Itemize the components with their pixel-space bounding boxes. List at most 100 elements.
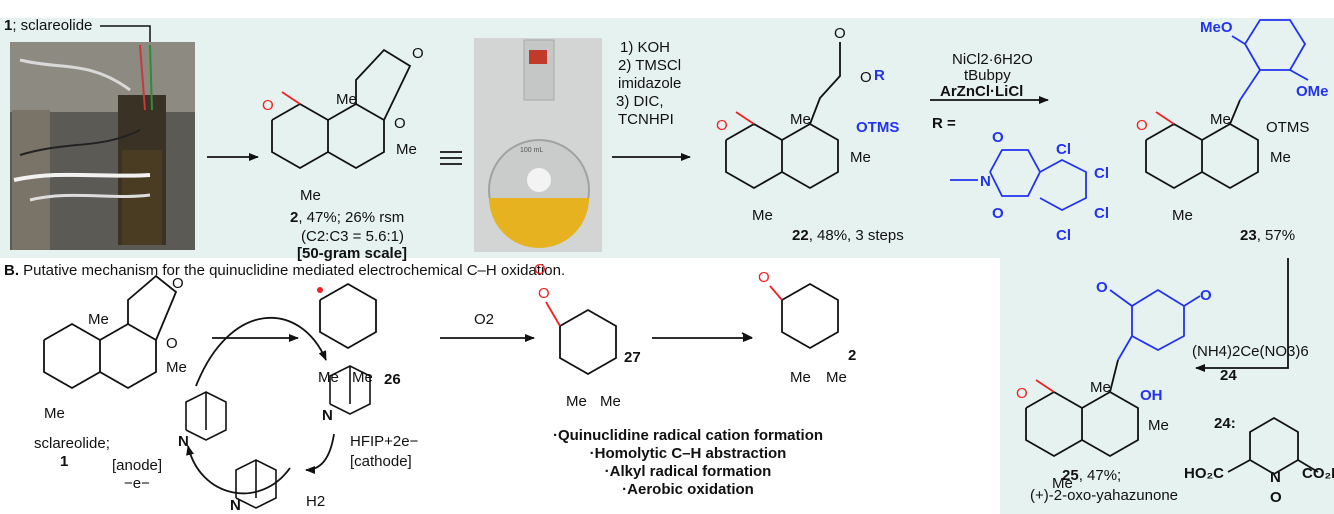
ketone-o-2: O <box>262 97 274 114</box>
structure-26 <box>319 282 377 350</box>
me-25b: Me <box>1148 417 1169 434</box>
ring-o-2: O <box>394 115 406 132</box>
phthalimide-structure <box>950 149 1087 212</box>
r-equals: R = <box>932 115 956 132</box>
me-2b-b: Me <box>826 369 847 386</box>
bullet-1: ·Quinuclidine radical cation formation <box>553 427 823 444</box>
svg-text:1) KOH: 1) KOH <box>620 39 670 56</box>
ome-23a: MeO <box>1200 19 1233 36</box>
me-1c: Me <box>44 405 65 422</box>
radical-dot-26 <box>317 287 323 293</box>
structure-22 <box>725 42 841 190</box>
me-23a: Me <box>1210 111 1231 128</box>
me-25c: Me <box>1052 475 1073 492</box>
pyridine-n: N <box>1270 469 1281 486</box>
svg-text:TCNHPI: TCNHPI <box>618 111 674 128</box>
structure-24 <box>1227 416 1319 476</box>
otms-22: OTMS <box>856 119 899 136</box>
photo-electrochemical-setup <box>10 42 195 250</box>
cmpd23-label: 23, 57% <box>1240 227 1295 244</box>
nitrogen-radical: N <box>178 433 189 450</box>
me-2c: Me <box>300 187 321 204</box>
otms-23: OTMS <box>1266 119 1309 136</box>
mechanism-bullets: ·Quinuclidine radical cation formation ·… <box>553 427 823 498</box>
ring-o-1: O <box>166 335 178 352</box>
svg-text:ArZnCl·LiCl: ArZnCl·LiCl <box>940 83 1023 100</box>
structure-1 <box>43 274 178 390</box>
me-23b: Me <box>1270 149 1291 166</box>
bullet-3: ·Alkyl radical formation <box>605 463 772 480</box>
cycle-arc-bottom <box>186 445 291 495</box>
r-group-22: R <box>874 67 885 84</box>
cmpd25-name: (+)-2-oxo-yahazunone <box>1030 487 1178 504</box>
cl-2: Cl <box>1094 165 1109 182</box>
ketone-o-22: O <box>716 117 728 134</box>
cl-1: Cl <box>1056 141 1071 158</box>
lactone-o-1: O <box>172 275 184 292</box>
me-1b: Me <box>166 359 187 376</box>
bullet-4: ·Aerobic oxidation <box>622 481 754 498</box>
label-leader-line <box>100 25 151 42</box>
svg-text:3) DIC,: 3) DIC, <box>616 93 664 110</box>
svg-text:2) TMSCl: 2) TMSCl <box>618 57 681 74</box>
co2h-right: CO₂H <box>1302 465 1334 482</box>
cmpd2b-label: 2 <box>848 347 856 364</box>
o2-label: O2 <box>474 311 494 328</box>
ketone-o-25: O <box>1016 385 1028 402</box>
structure-2 <box>271 48 412 170</box>
structure-2-fragment <box>769 282 839 350</box>
start-label: 1; sclareolide <box>4 17 92 34</box>
cmpd2-ratio: (C2:C3 = 5.6:1) <box>301 228 404 245</box>
quinone-o2: O <box>1200 287 1212 304</box>
quinuclidine-neutral <box>235 459 277 509</box>
cycle-arc-right <box>305 433 335 474</box>
me-22a: Me <box>790 111 811 128</box>
cmpd25-label: 25, 47%; <box>1062 467 1121 484</box>
conditions-3: (NH4)2Ce(NO3)6 <box>1192 343 1309 360</box>
peroxyl-o1: O <box>538 285 550 302</box>
quinuclidine-radical-cation <box>185 391 227 441</box>
arrow-to-25 <box>1195 258 1289 372</box>
h2-label: H2 <box>306 493 325 510</box>
hfip-label: HFIP+2e− <box>350 433 419 450</box>
cl-4: Cl <box>1056 227 1071 244</box>
minus-e-label: −e− <box>124 475 150 492</box>
conditions-3-num: 24 <box>1220 367 1237 384</box>
nitrogen-protonated: N <box>322 407 333 424</box>
peroxyl-o2: O <box>534 261 546 278</box>
oh-25: OH <box>1140 387 1163 404</box>
nitrogen-neutral: N <box>230 497 241 514</box>
ester-o-22: O <box>860 69 872 86</box>
anode-label: [anode] <box>112 457 162 474</box>
cmpd27-label: 27 <box>624 349 641 366</box>
structure-27 <box>545 301 617 376</box>
me-22c: Me <box>752 207 773 224</box>
cmpd26-label: 26 <box>384 371 401 388</box>
equivalence-sign <box>440 151 462 165</box>
conditions-1: 1) KOH 2) TMSCl imidazole 3) DIC, TCNHPI <box>616 39 681 128</box>
quinuclidinium <box>329 365 371 415</box>
sclareolide-name: sclareolide; <box>34 435 110 452</box>
me-2b: Me <box>396 141 417 158</box>
conditions-2: NiCl2·6H2O tBubpy ArZnCl·LiCl <box>940 51 1033 100</box>
cmpd2-scale: [50-gram scale] <box>297 245 407 262</box>
cmpd2-label: 2, 47%; 26% rsm <box>290 209 404 226</box>
co2h-left: HO₂C <box>1184 465 1224 482</box>
phthalimide-o1: O <box>992 129 1004 146</box>
cathode-label: [cathode] <box>350 453 412 470</box>
me-2a: Me <box>336 91 357 108</box>
section-b-heading: B. Putative mechanism for the quinuclidi… <box>4 262 565 279</box>
cl-3: Cl <box>1094 205 1109 222</box>
me-22b: Me <box>850 149 871 166</box>
sclareolide-num: 1 <box>60 453 68 470</box>
me-26a: Me <box>318 369 339 386</box>
bullet-2: ·Homolytic C–H abstraction <box>590 445 787 462</box>
me-2b-a: Me <box>790 369 811 386</box>
phthalimide-n: N <box>980 173 991 190</box>
me-23c: Me <box>1172 207 1193 224</box>
svg-text:100 mL: 100 mL <box>520 147 543 154</box>
svg-text:NiCl2·6H2O: NiCl2·6H2O <box>952 51 1033 68</box>
me-1a: Me <box>88 311 109 328</box>
me-26b: Me <box>352 369 373 386</box>
